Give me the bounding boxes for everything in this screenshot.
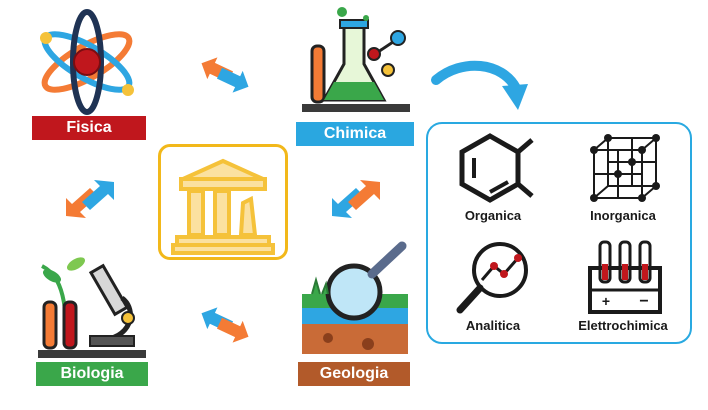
branch-label: Inorganica xyxy=(590,208,656,223)
lab-flasks-icon xyxy=(296,4,416,116)
double-arrow-icon xyxy=(62,176,118,224)
fisica-label: Fisica xyxy=(32,116,146,140)
chimica-label: Chimica xyxy=(296,122,414,146)
soil-magnifier-icon xyxy=(298,240,414,358)
svg-text:+: + xyxy=(602,293,610,309)
double-arrow-icon xyxy=(196,304,254,346)
chemistry-branches-panel: Organica Inorganica xyxy=(426,122,692,344)
branch-label: Elettrochimica xyxy=(578,318,668,333)
microscope-plants-icon xyxy=(36,240,148,358)
double-arrow-icon xyxy=(196,54,254,96)
electrochemical-cell-icon: + − xyxy=(586,238,664,314)
branch-label: Analitica xyxy=(465,318,521,333)
center-temple-box xyxy=(158,144,288,260)
benzene-ring-icon xyxy=(454,132,534,204)
biologia-label: Biologia xyxy=(36,362,148,386)
double-arrow-icon xyxy=(328,176,384,224)
crystal-lattice-icon xyxy=(588,132,662,204)
greek-temple-icon xyxy=(171,151,275,255)
curved-arrow-icon xyxy=(431,58,532,116)
svg-text:−: − xyxy=(639,293,648,310)
geologia-label: Geologia xyxy=(298,362,410,386)
magnifier-graph-icon xyxy=(454,240,532,316)
atom-icon xyxy=(32,8,142,116)
branch-label: Organica xyxy=(464,208,522,223)
